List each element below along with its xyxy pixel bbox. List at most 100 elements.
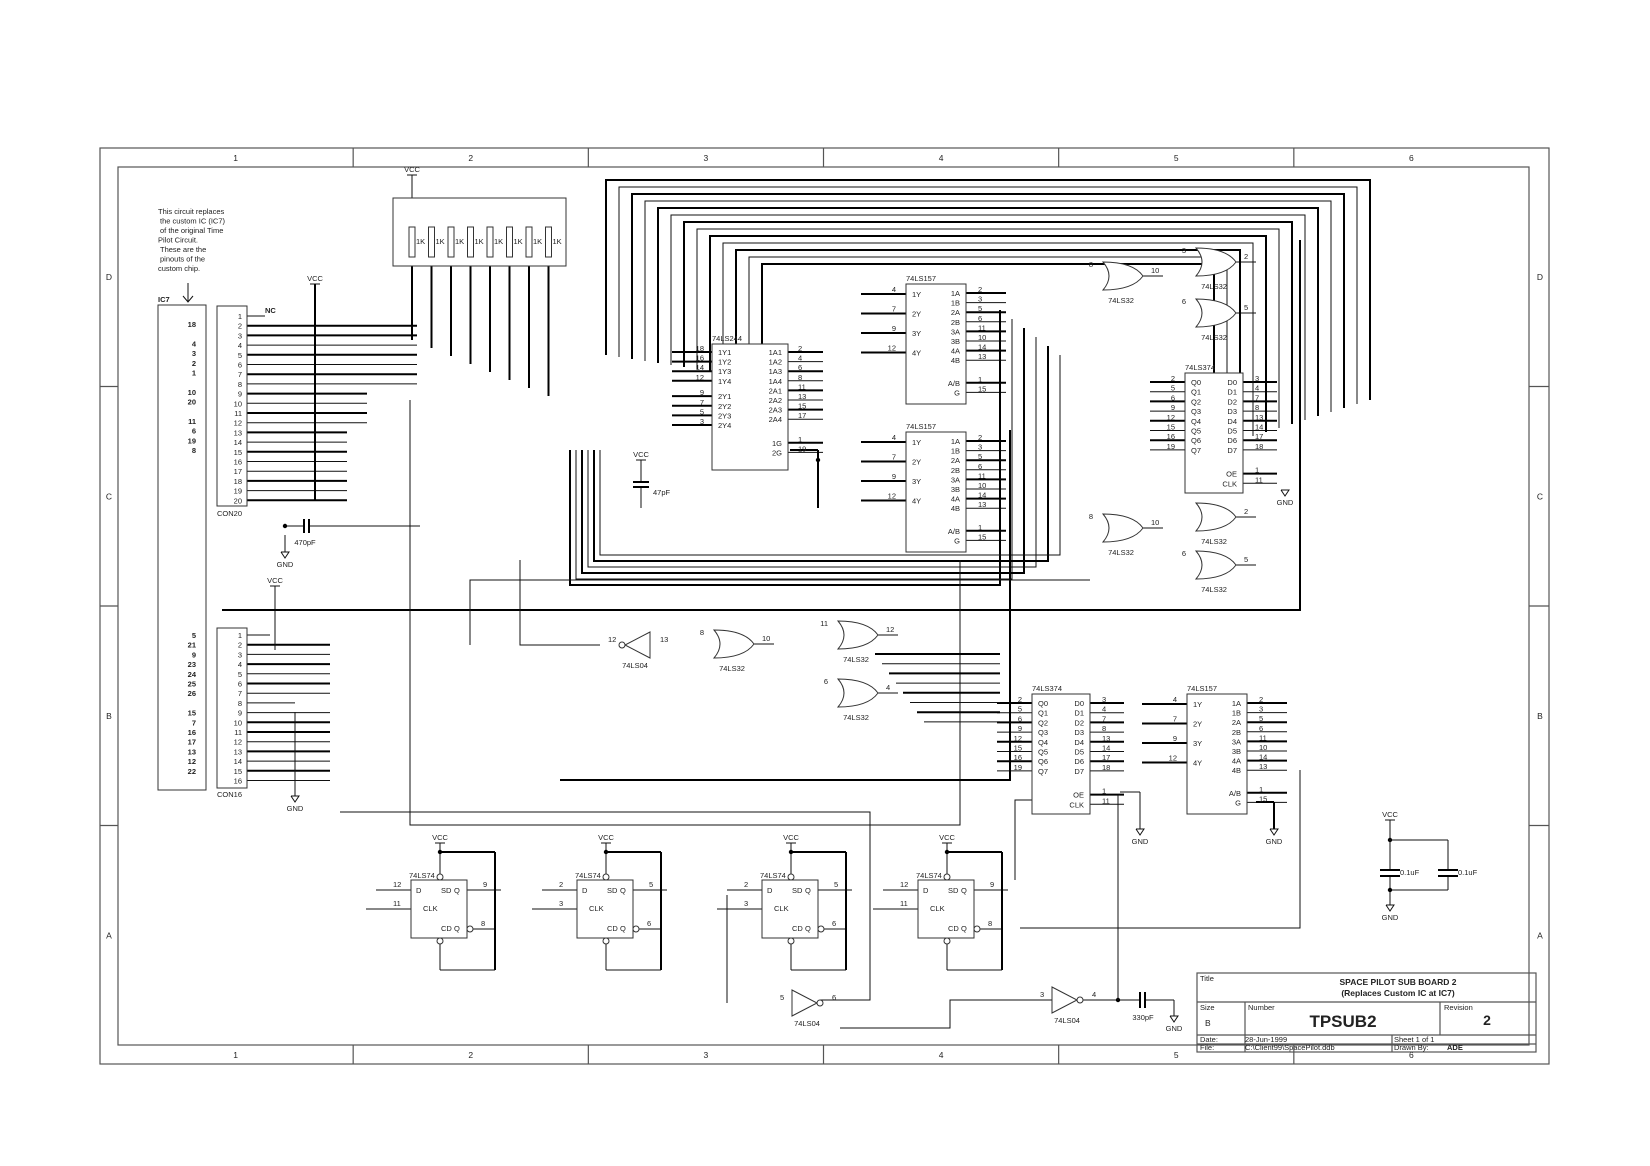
- zone-label-bottom: 2: [468, 1050, 473, 1060]
- ic-pin-name: Q7: [1038, 767, 1048, 776]
- ic-name: 74LS374: [1185, 363, 1215, 372]
- ic-pin-number: 5: [1171, 384, 1175, 393]
- con20-pin: 11: [234, 409, 242, 418]
- ic-pin-name: 2Y4: [718, 421, 731, 430]
- pin-number: 8: [1089, 512, 1093, 521]
- resistor-value: 1K: [475, 237, 484, 246]
- ic-pin-number: 1: [978, 523, 982, 532]
- ic7-pin: 17: [188, 738, 196, 747]
- ic-pin-name: D3: [1074, 728, 1084, 737]
- ic-pin-number: 3: [1259, 705, 1263, 714]
- ic-name: 74LS157: [906, 274, 936, 283]
- con16-body: [216, 627, 248, 789]
- zone-label-bottom: 3: [704, 1050, 709, 1060]
- or-gate: [1194, 550, 1237, 580]
- ic-pin-name: 1Y: [1193, 700, 1202, 709]
- ic-pin-name: 1B: [1232, 709, 1241, 718]
- ic-pin-name: 2B: [1232, 728, 1241, 737]
- ff-pin-d: D: [416, 886, 422, 895]
- wire: [581, 328, 1025, 574]
- wire: [748, 256, 1228, 444]
- con20-pin: 14: [234, 438, 242, 447]
- con20-pin: 8: [238, 380, 242, 389]
- ic-pin-name: OE: [1226, 470, 1237, 479]
- ic-pin-name: Q6: [1191, 436, 1201, 445]
- cap-label: 0.1uF: [1400, 868, 1420, 877]
- ic-pin-number: 9: [1171, 403, 1175, 412]
- ic-pin-name: 1G: [772, 439, 782, 448]
- gate-label: 74LS04: [794, 1019, 820, 1028]
- con20-pin: 15: [234, 448, 242, 457]
- gnd-symbol: [280, 551, 290, 559]
- ic-pin-number: 16: [696, 354, 704, 363]
- gnd-symbol: [1135, 828, 1145, 836]
- inversion-bubble: [943, 937, 951, 945]
- sheet-number: Sheet 1 of 1: [1394, 1035, 1434, 1044]
- ic-pin-name: 4B: [1232, 766, 1241, 775]
- ic-pin-number: 1: [1259, 785, 1263, 794]
- ic7-pin: 12: [188, 757, 196, 766]
- ic-pin-name: G: [954, 536, 960, 545]
- ic-pin-number: 13: [978, 500, 986, 509]
- ic-pin-number: 15: [798, 402, 806, 411]
- resistor: [525, 226, 533, 258]
- ic-pin-name: 1Y: [912, 290, 921, 299]
- revision-value: 2: [1483, 1012, 1491, 1028]
- gnd-label: GND: [1382, 913, 1399, 922]
- ff-pin-qn: Q: [620, 924, 626, 933]
- ic7-pin: 16: [188, 728, 196, 737]
- wire: [840, 999, 1052, 1029]
- resistor-value: 1K: [436, 237, 445, 246]
- pin-number: 5: [1244, 555, 1248, 564]
- ic-pin-name: Q0: [1191, 378, 1201, 387]
- zone-label-top: 1: [233, 153, 238, 163]
- gate-label: 74LS04: [1054, 1016, 1080, 1025]
- ic-pin-name: 4Y: [912, 349, 921, 358]
- pin-number: 8: [700, 628, 704, 637]
- ic-pin-number: 6: [1259, 724, 1263, 733]
- zone-label-left: C: [106, 491, 112, 501]
- con20-pin: 7: [238, 370, 242, 379]
- file-value: C:\Client99\SpacePilot.ddb: [1245, 1043, 1335, 1052]
- ic7-pin: 23: [188, 660, 196, 669]
- wire: [618, 186, 1358, 404]
- ic-pin-name: 2Y2: [718, 402, 731, 411]
- inversion-bubble: [943, 873, 951, 881]
- ic-pin-number: 6: [978, 462, 982, 471]
- pin-number: 11: [393, 899, 401, 908]
- ic-pin-number: 7: [1173, 715, 1177, 724]
- con20-pin: 3: [238, 331, 242, 340]
- wire: [722, 242, 1254, 436]
- con20-body: [216, 305, 248, 507]
- date-value: 28-Jun-1999: [1245, 1035, 1287, 1044]
- ic-pin-number: 19: [1167, 442, 1175, 451]
- ff-pin-qn: Q: [961, 924, 967, 933]
- zone-label-top: 4: [939, 153, 944, 163]
- ic-pin-name: Q3: [1191, 407, 1201, 416]
- vcc-label: VCC: [633, 450, 649, 459]
- pin-number: 11: [820, 619, 828, 628]
- ic7-pin: 4: [192, 339, 197, 348]
- wire: [696, 228, 1280, 428]
- or-gate: [836, 620, 879, 650]
- ic-pin-name: 2A: [1232, 718, 1241, 727]
- ic-pin-name: Q6: [1038, 757, 1048, 766]
- gnd-symbol: [1269, 828, 1279, 836]
- con20-pin: 5: [238, 351, 242, 360]
- inversion-bubble: [787, 937, 795, 945]
- note-text: of the original Time: [160, 226, 223, 235]
- ic-pin-name: 2B: [951, 318, 960, 327]
- ic-pin-name: 1A: [951, 289, 960, 298]
- wires: [222, 175, 1449, 1029]
- ic-pin-name: 1Y: [912, 438, 921, 447]
- date-label: Date:: [1200, 1035, 1218, 1044]
- title-block-border: [1196, 972, 1537, 1053]
- ic-pin-name: 4Y: [1193, 759, 1202, 768]
- ic-pin-name: Q1: [1191, 388, 1201, 397]
- ic-pin-name: 2Y: [912, 458, 921, 467]
- junction-dot: [815, 457, 821, 463]
- pin-number: 2: [744, 880, 748, 889]
- ic-pin-number: 6: [1018, 714, 1022, 723]
